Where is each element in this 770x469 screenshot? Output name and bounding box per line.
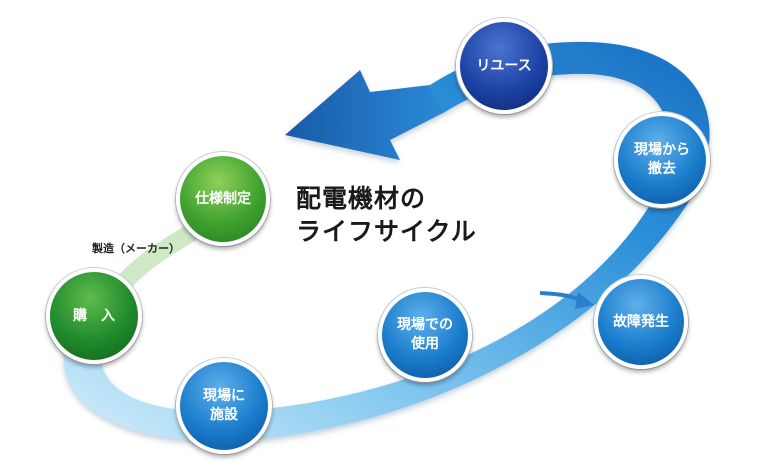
node-use-label: 現場での 使用 (397, 317, 453, 352)
node-spec-label: 仕様制定 (195, 190, 251, 207)
lifecycle-band (63, 41, 710, 442)
node-failure[interactable]: 故障発生 (594, 275, 688, 369)
node-purchase-label: 購 入 (73, 307, 115, 324)
manufacture-label: 製造（メーカー） (92, 242, 180, 255)
node-install[interactable]: 現場に 施設 (176, 358, 272, 454)
node-use[interactable]: 現場での 使用 (378, 288, 472, 382)
node-failure-label: 故障発生 (613, 313, 669, 330)
node-reuse-label: リユース (476, 57, 532, 74)
node-purchase[interactable]: 購 入 (46, 268, 142, 364)
diagram-title: 配電機材の ライフサイクル (296, 184, 477, 246)
failure-branch-arrowhead (575, 292, 594, 309)
node-removal-label: 現場から 撤去 (634, 142, 690, 177)
node-removal[interactable]: 現場から 撤去 (614, 112, 710, 208)
node-install-label: 現場に 施設 (203, 388, 245, 423)
node-reuse[interactable]: リユース (456, 18, 552, 114)
node-spec[interactable]: 仕様制定 (176, 152, 270, 246)
